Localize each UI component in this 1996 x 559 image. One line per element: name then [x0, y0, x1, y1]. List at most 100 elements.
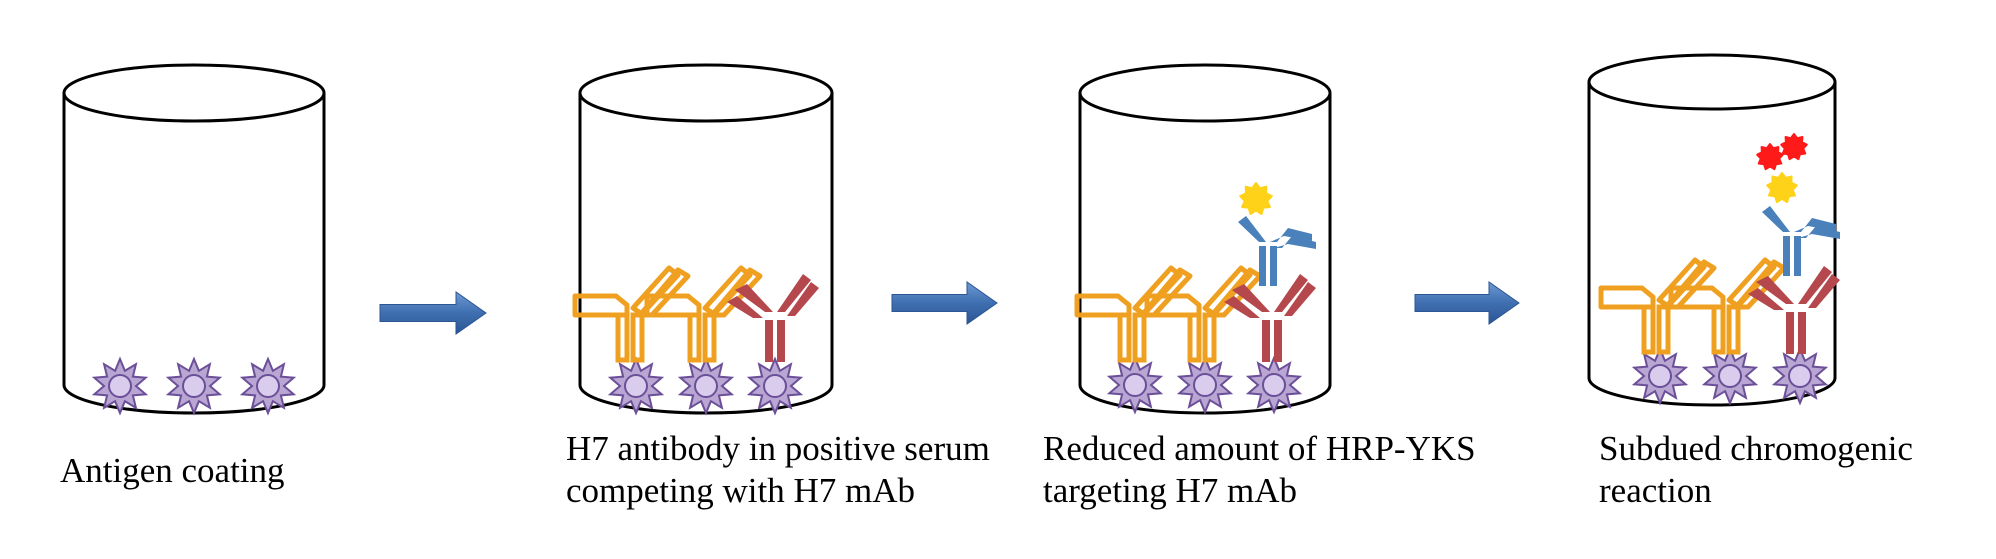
h7-mab-icon — [727, 274, 819, 362]
antibody-heavy-chain — [1117, 312, 1132, 363]
hrp-enzyme-icon — [1766, 172, 1798, 204]
antigen-core — [1193, 373, 1217, 397]
antibody-heavy-chain — [687, 312, 702, 363]
antigen-core — [256, 374, 280, 398]
antibody-fab-arm — [1762, 206, 1790, 232]
antibody-heavy-chain — [1641, 304, 1656, 355]
antigen-icon — [746, 356, 804, 416]
antibody-fab-arm — [777, 274, 811, 312]
process-arrow — [1414, 281, 1520, 325]
antibody-heavy-chain — [1274, 320, 1282, 362]
antibody-fab-arm — [1132, 265, 1183, 317]
antigen-core — [694, 374, 718, 398]
antibody-heavy-chain — [1656, 304, 1671, 355]
h7-mab-icon — [1224, 274, 1316, 362]
well-rim — [1587, 53, 1837, 111]
antibody-fab-arm — [1284, 282, 1316, 316]
antigen-core — [763, 374, 787, 398]
antibody-fab-arm — [1748, 288, 1784, 310]
process-arrow — [379, 291, 487, 335]
hrp-yks-antibody-icon — [1762, 206, 1840, 276]
h7-mab-icon — [1748, 266, 1840, 354]
antibody-fab-arm — [1656, 257, 1707, 309]
antigen-core — [1123, 373, 1147, 397]
antigen-icon — [165, 356, 223, 416]
well-rim — [1078, 63, 1332, 123]
antibody-fab-arm — [1726, 257, 1777, 309]
antibody-fab-arm — [1232, 284, 1270, 312]
antibody-fab-arm — [702, 265, 753, 317]
antibody-fab-arm — [1274, 274, 1308, 312]
antigen-icon — [1631, 346, 1689, 406]
antibody-fab-arm — [1798, 266, 1832, 304]
antibody-heavy-chain — [1783, 236, 1790, 276]
antibody-heavy-chain — [702, 312, 717, 363]
caption-line: H7 antibody in positive serum — [566, 429, 990, 468]
antigen-core — [624, 374, 648, 398]
antibody-fab-arm — [1756, 276, 1794, 304]
antibody-heavy-chain — [1798, 312, 1806, 354]
antigen-core — [1648, 364, 1672, 388]
serum-antibody-icon — [644, 265, 763, 363]
antibody-heavy-chain — [765, 320, 773, 362]
antibody-hinge — [765, 315, 785, 318]
antibody-fab-arm — [630, 265, 681, 317]
antigen-core — [182, 374, 206, 398]
antigen-core — [1788, 364, 1812, 388]
caption-line: Antigen coating — [60, 451, 285, 490]
chromogenic-product-icon — [1756, 143, 1784, 171]
antibody-heavy-chain — [1270, 246, 1277, 286]
hrp-yks-antibody-icon — [1238, 216, 1316, 286]
antibody-fab-arm — [1224, 296, 1260, 318]
antibody-heavy-chain — [1726, 304, 1741, 355]
caption-antigen-coating: Antigen coating — [60, 450, 285, 492]
antigen-icon — [1176, 355, 1234, 415]
caption-line: Subdued chromogenic — [1599, 429, 1913, 468]
antibody-fab-arm — [1598, 285, 1656, 310]
antigen-core — [108, 374, 132, 398]
antibody-heavy-chain — [1202, 312, 1217, 363]
antibody-fab-arm — [727, 296, 763, 318]
antibody-fab-arm — [1668, 285, 1726, 310]
antibody-fab-arm — [787, 282, 819, 316]
well-rim — [62, 63, 326, 123]
caption-line: reaction — [1599, 471, 1712, 510]
caption-line: targeting H7 mAb — [1043, 471, 1298, 510]
serum-antibody-icon — [1074, 265, 1193, 363]
antibody-heavy-chain — [1187, 312, 1202, 363]
caption-competing: H7 antibody in positive serum competing … — [566, 428, 990, 512]
chromogenic-product-icon — [1780, 133, 1808, 161]
antibody-fab-arm — [735, 284, 773, 312]
antibody-hinge — [1786, 307, 1806, 310]
antigen-icon — [1106, 355, 1164, 415]
antigen-icon — [239, 356, 297, 416]
well — [1587, 53, 1837, 407]
antibody-heavy-chain — [1262, 320, 1270, 362]
well-body — [1587, 82, 1837, 407]
antigen-icon — [677, 356, 735, 416]
antibody-hinge — [1262, 315, 1282, 318]
serum-antibody-icon — [1668, 257, 1787, 355]
antigen-icon — [1771, 346, 1829, 406]
antibody-heavy-chain — [777, 320, 785, 362]
antibody-fab-arm — [709, 267, 763, 318]
caption-reduced-hrp: Reduced amount of HRP-YKS targeting H7 m… — [1043, 428, 1476, 512]
caption-line: Reduced amount of HRP-YKS — [1043, 429, 1476, 468]
antigen-icon — [1245, 355, 1303, 415]
antigen-core — [1718, 364, 1742, 388]
hrp-enzyme-icon — [1239, 182, 1273, 215]
antibody-heavy-chain — [1711, 304, 1726, 355]
antigen-core — [1262, 373, 1286, 397]
antibody-fab-arm — [1238, 216, 1266, 242]
antibody-heavy-chain — [1786, 312, 1794, 354]
antigen-icon — [91, 356, 149, 416]
serum-antibody-icon — [1144, 265, 1263, 363]
antibody-fab-arm — [644, 293, 702, 318]
well-rim — [578, 63, 834, 123]
antigen-icon — [607, 356, 665, 416]
antibody-heavy-chain — [1132, 312, 1147, 363]
caption-subdued-reaction: Subdued chromogenic reaction — [1599, 428, 1913, 512]
antibody-fab-arm — [1074, 293, 1132, 318]
